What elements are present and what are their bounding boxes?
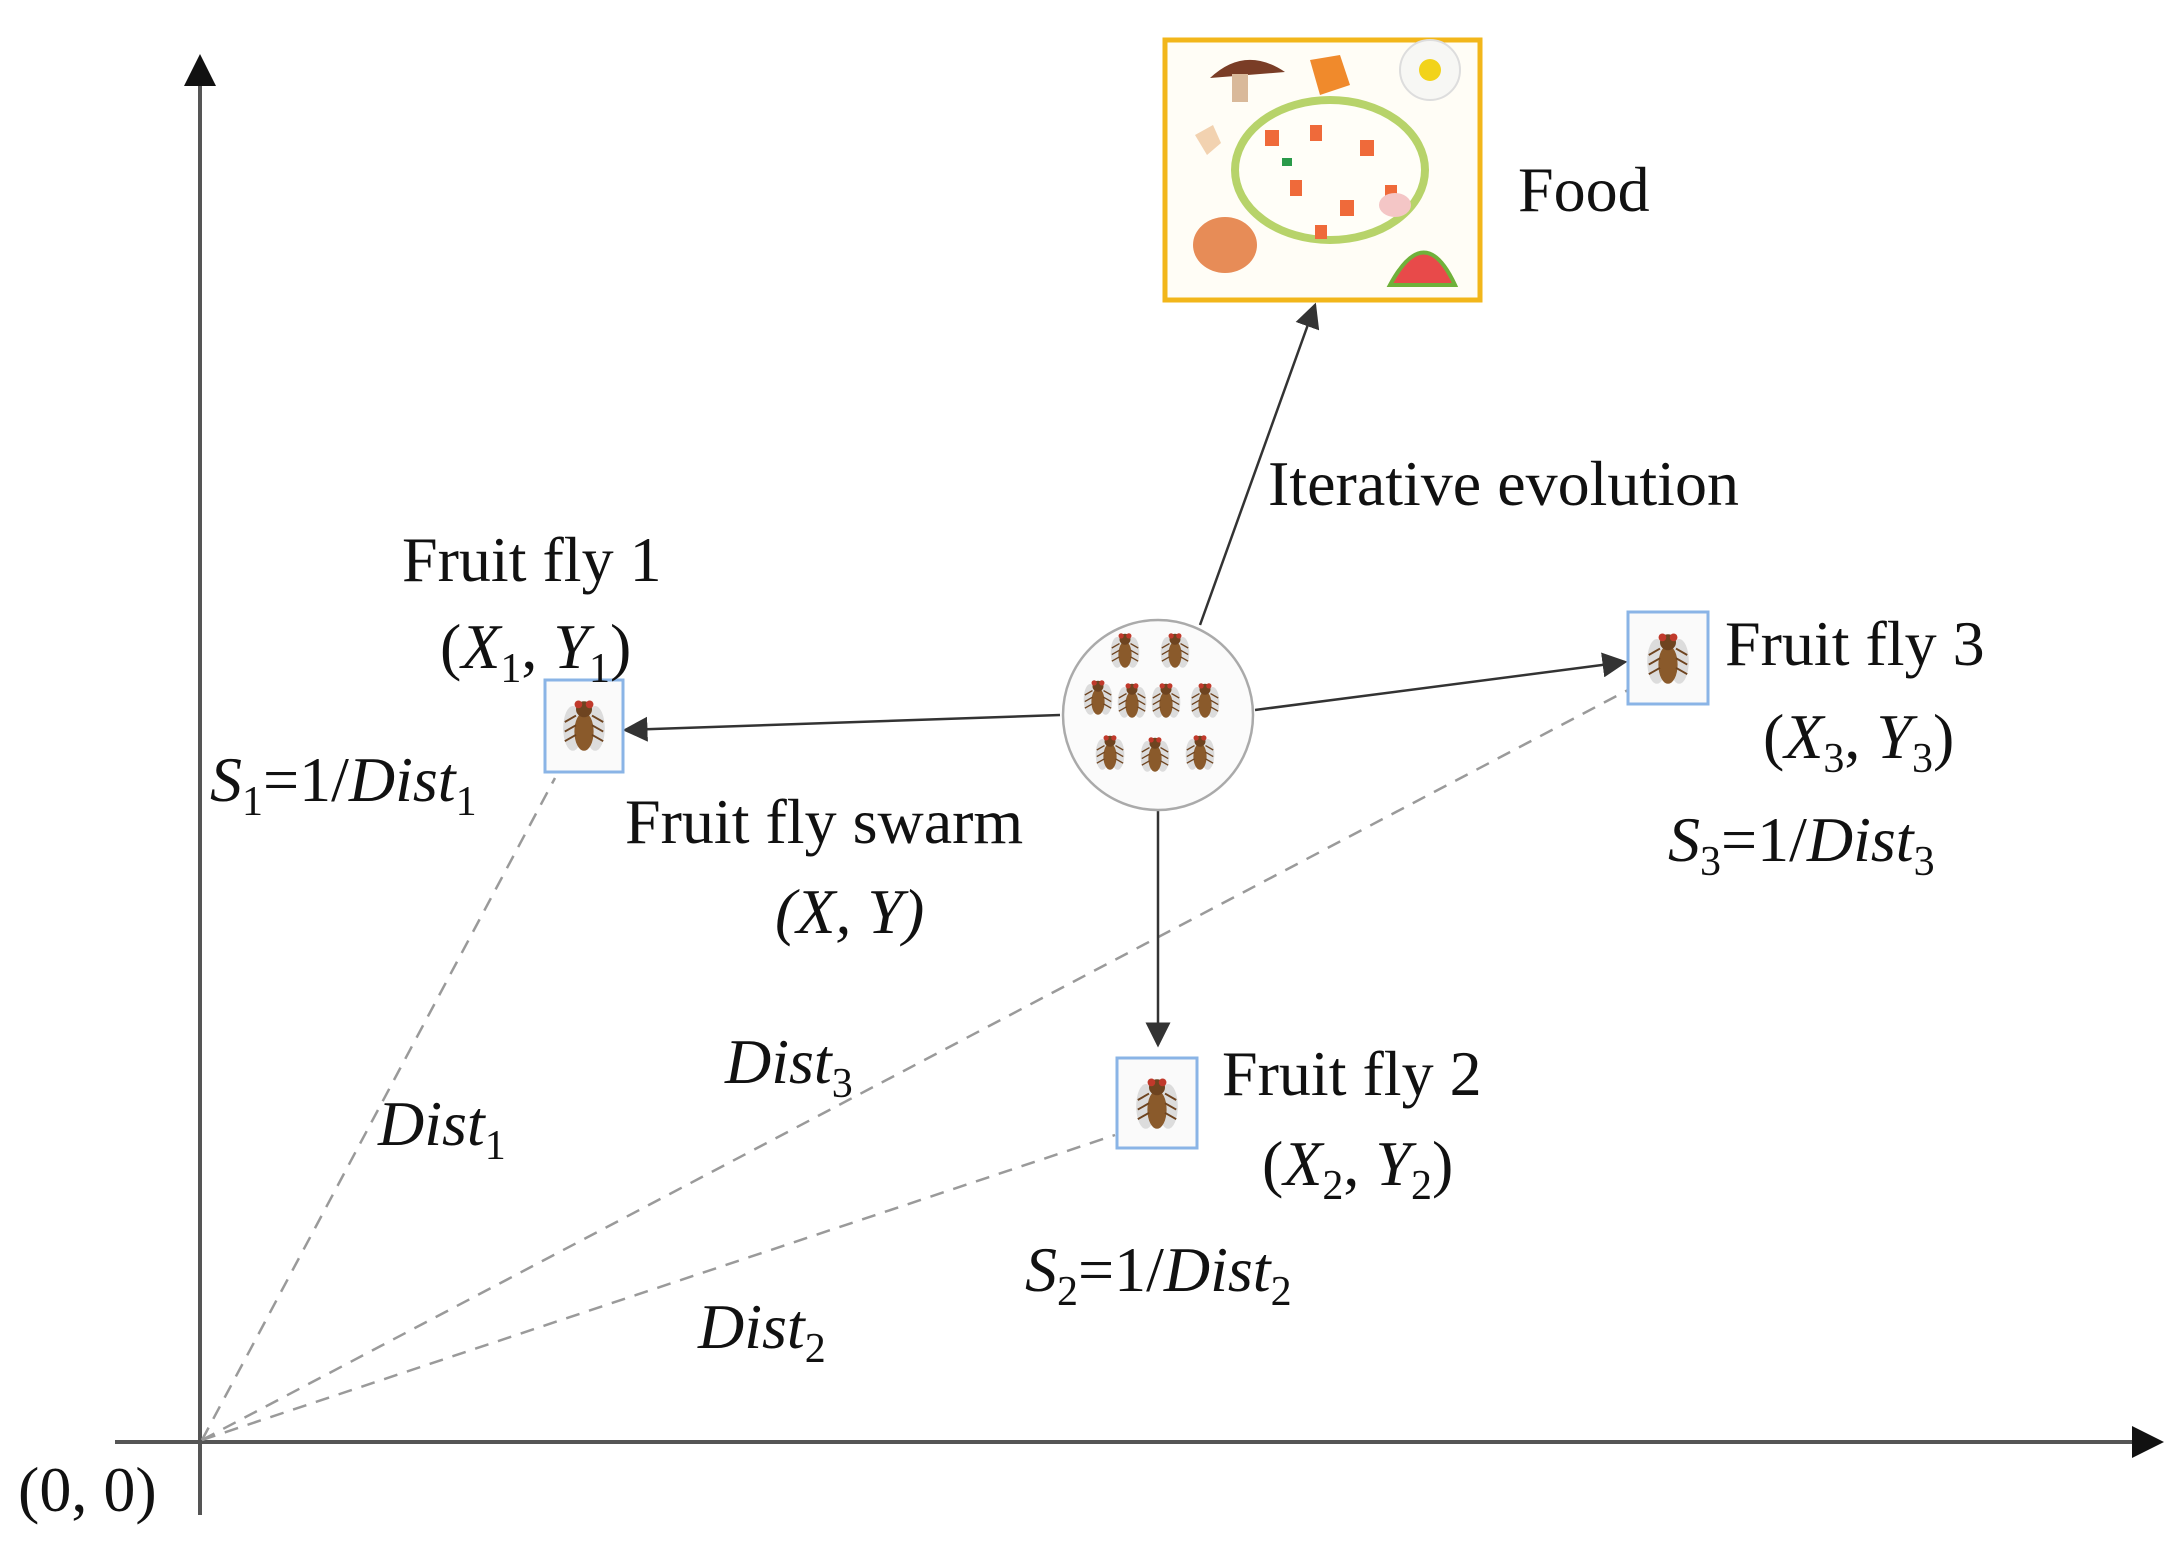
food-image — [1162, 37, 1483, 303]
fly2-coords: (X2, Y2) — [1262, 1128, 1454, 1209]
dist1-line — [200, 777, 557, 1441]
fruit-fly-icon — [1117, 683, 1147, 718]
swarm-coords: (X, Y) — [775, 876, 925, 947]
food-label: Food — [1518, 154, 1650, 225]
arrow-to-food — [1198, 302, 1320, 626]
fly3-image — [1626, 610, 1710, 706]
swarm-image — [1061, 618, 1255, 812]
fruit-fly-icon — [1110, 633, 1140, 668]
fly1-smell-concentration: S1=1/Dist1 — [210, 744, 477, 825]
fruit-fly-icon — [1140, 737, 1170, 772]
fruit-fly-icon — [1095, 735, 1125, 770]
fruit-fly-icon — [1136, 1078, 1178, 1129]
fruit-fly-icon — [1190, 683, 1220, 718]
fruit-fly-icon — [1151, 683, 1181, 718]
fruit-fly-icon — [1647, 633, 1689, 684]
fly3-smell-concentration: S3=1/Dist3 — [1668, 804, 1935, 885]
fly1-image — [543, 678, 625, 774]
fly2-image — [1115, 1056, 1199, 1150]
fly2-title: Fruit fly 2 — [1222, 1038, 1482, 1109]
fly3-coords: (X3, Y3) — [1763, 701, 1955, 782]
origin-label: (0, 0) — [18, 1454, 157, 1525]
dist2-label: Dist2 — [698, 1291, 826, 1372]
dist3-label: Dist3 — [725, 1026, 853, 1107]
dist2-line — [201, 1133, 1116, 1442]
arrow-to-fly3 — [1254, 652, 1628, 712]
arrow-to-fly1 — [622, 713, 1061, 742]
fly2-smell-concentration: S2=1/Dist2 — [1025, 1234, 1292, 1315]
iterative-evolution-label: Iterative evolution — [1268, 448, 1739, 519]
fruit-fly-icon — [1160, 633, 1190, 668]
swarm-title: Fruit fly swarm — [625, 786, 1024, 857]
fly1-title: Fruit fly 1 — [402, 524, 662, 595]
fruit-fly-icon — [1083, 680, 1113, 715]
fly1-coords: (X1, Y1) — [440, 611, 632, 692]
fly3-title: Fruit fly 3 — [1725, 608, 1985, 679]
dist3-line — [201, 688, 1629, 1442]
fruit-fly-icon — [563, 700, 605, 751]
fruit-fly-icon — [1185, 735, 1215, 770]
dist1-label: Dist1 — [378, 1088, 506, 1169]
